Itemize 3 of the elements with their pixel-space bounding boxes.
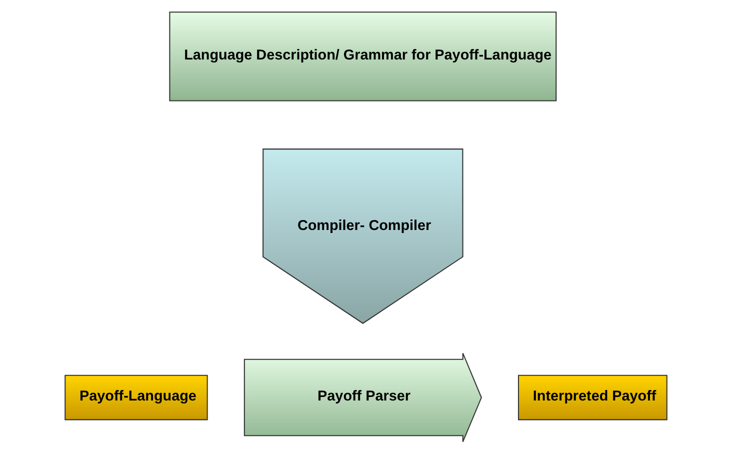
node-box: Payoff-Language xyxy=(64,374,208,420)
node-box: Interpreted Payoff xyxy=(517,374,667,420)
node-box: Language Description/ Grammar for Payoff-Language xyxy=(168,12,556,102)
